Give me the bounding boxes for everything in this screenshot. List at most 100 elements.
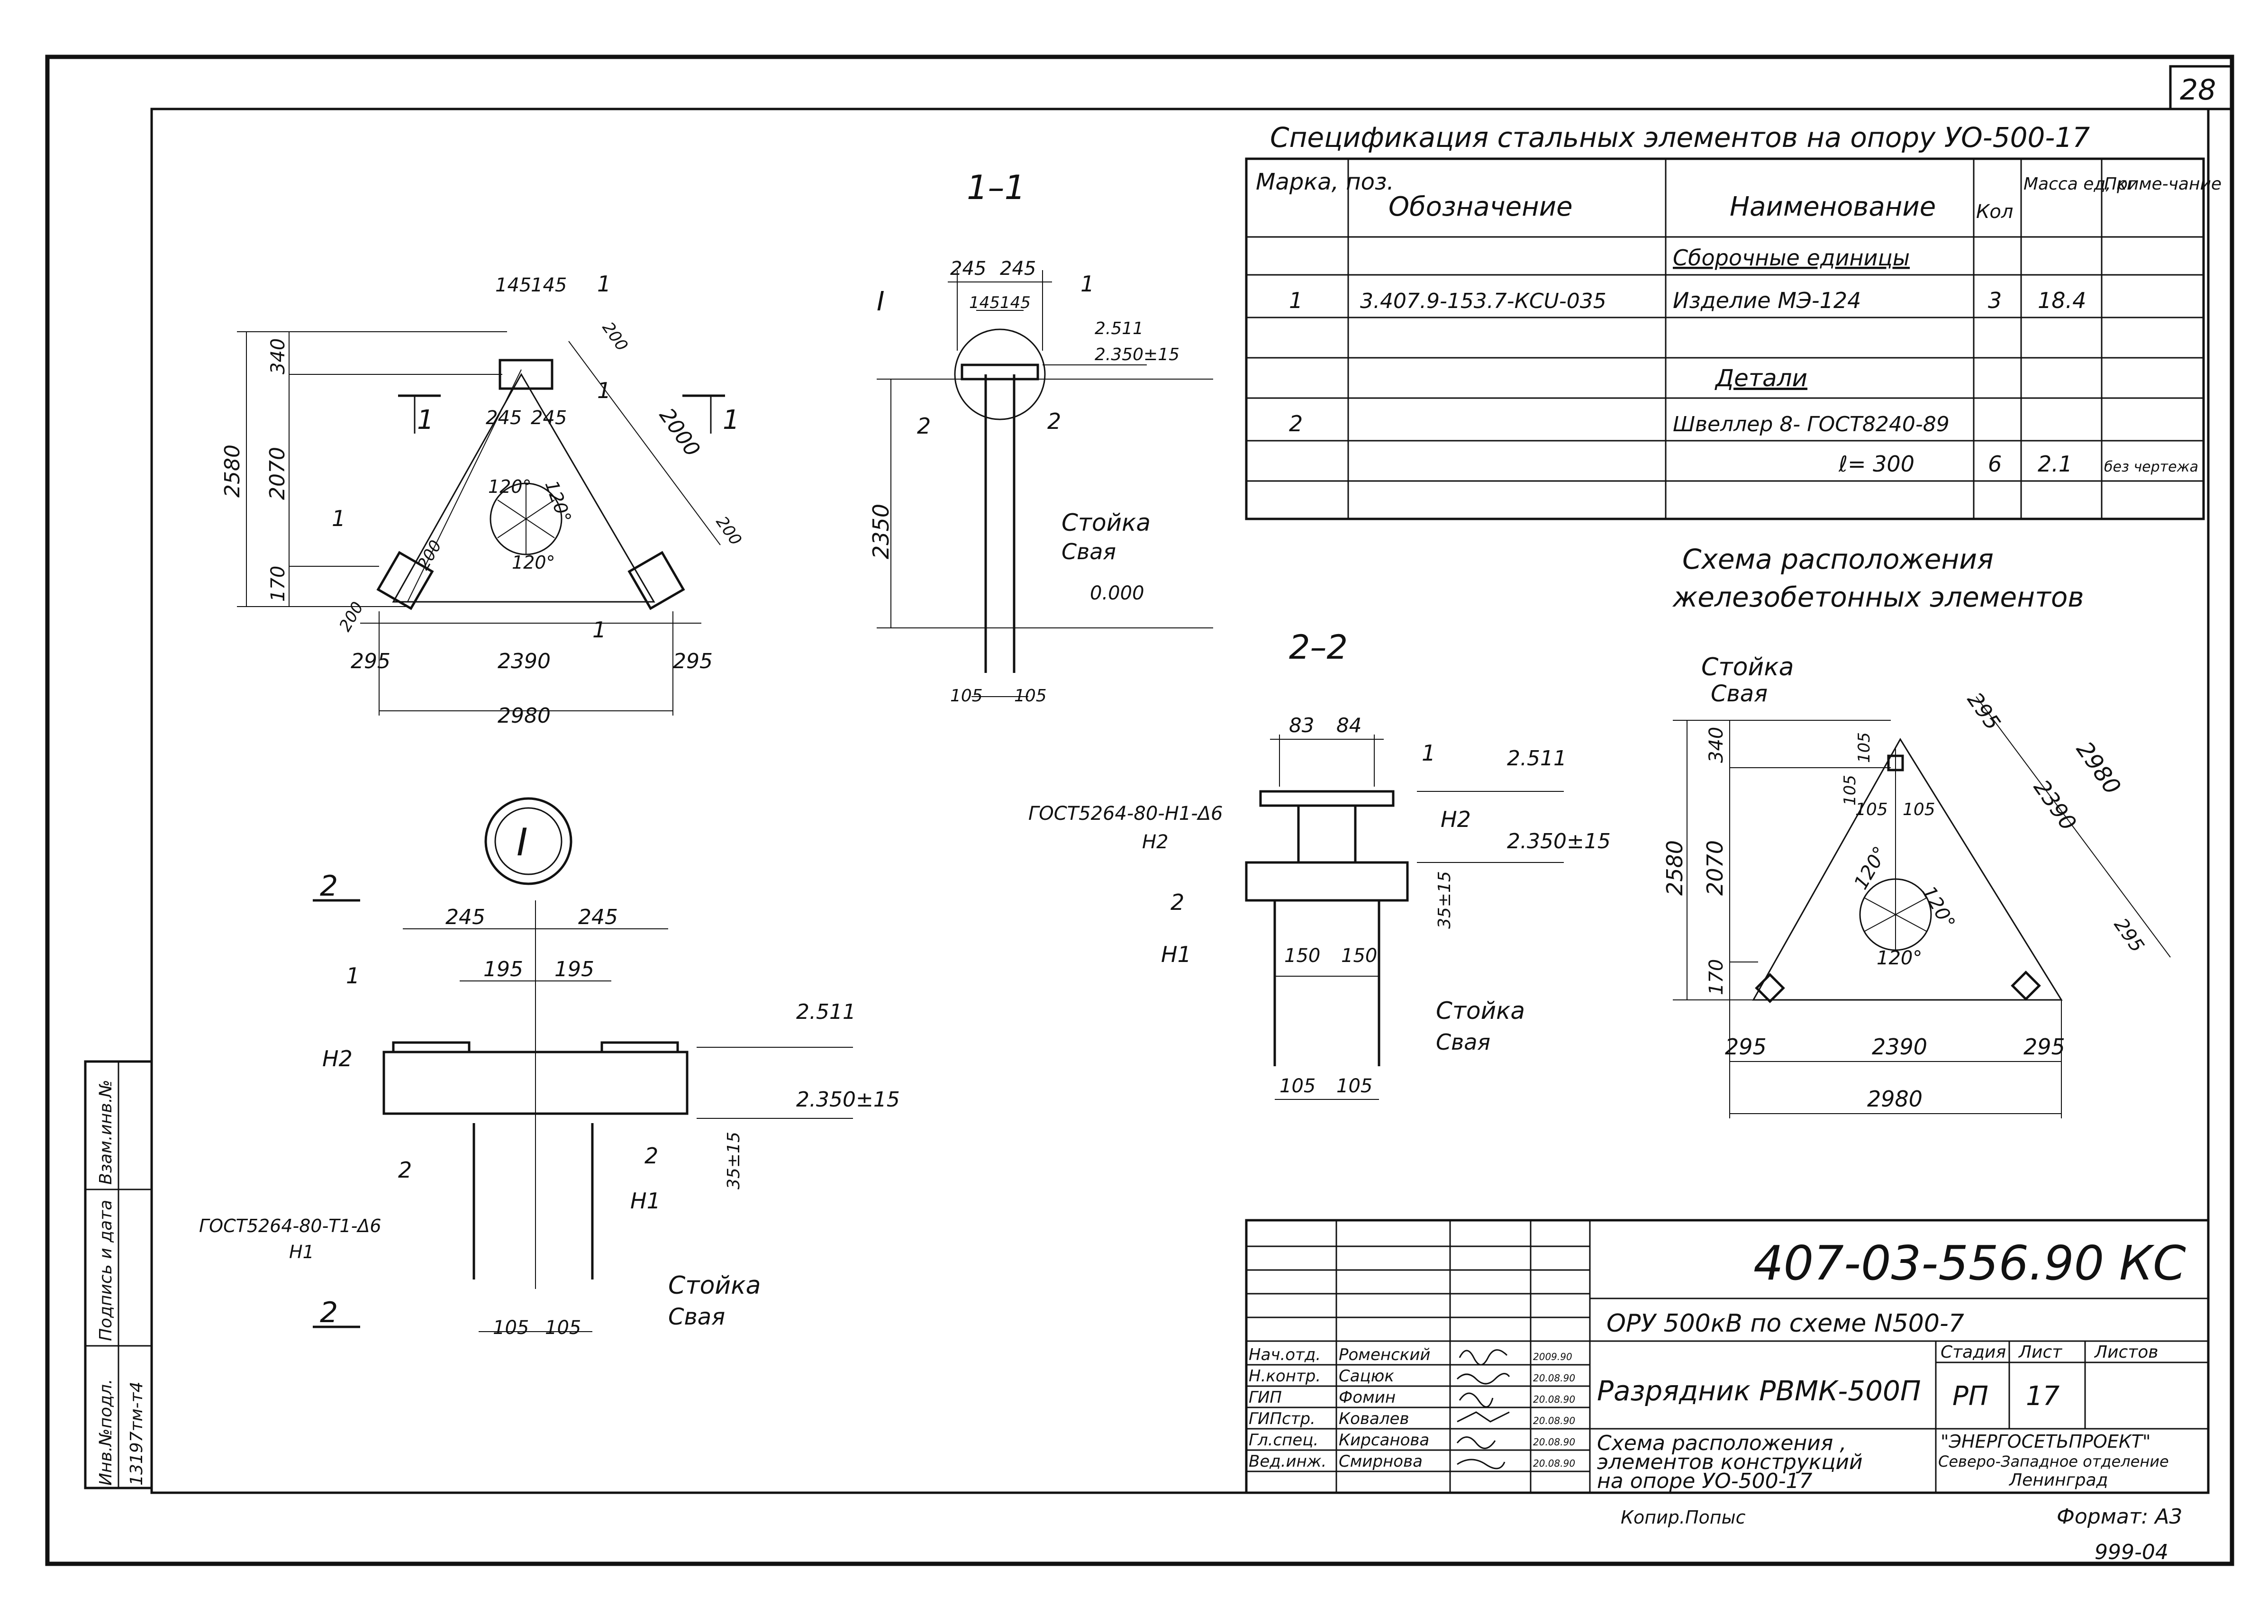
role-6: Вед.инж. xyxy=(1249,1452,1326,1471)
scheme-angle-1: 120° xyxy=(1850,843,1892,893)
date-1: 2009.90 xyxy=(1533,1351,1572,1362)
sec22-mark-N1: Н1 xyxy=(1161,942,1191,967)
plan-small-1: 200 xyxy=(599,318,632,354)
scheme-bottom-4: 2980 xyxy=(1867,1086,1923,1112)
detail-I-bottom-2: 105 xyxy=(545,1317,581,1339)
scheme-angle-3: 120° xyxy=(1877,947,1922,969)
name-5: Кирсанова xyxy=(1339,1431,1429,1450)
spec-row-5-mark: 2 xyxy=(1289,411,1303,436)
detail-I-top-2: 245 xyxy=(578,905,618,929)
scheme-left-340: 340 xyxy=(1706,727,1727,763)
detail-I-mark-1: 1 xyxy=(346,963,360,989)
spec-row-2-mass: 18.4 xyxy=(2038,288,2086,313)
scheme-top-3: 105 xyxy=(1855,800,1888,819)
left-sidebar: Взам.инв.№ Подпись и дата Инв.№подл. 131… xyxy=(84,1060,153,1489)
sheet-number: 28 xyxy=(2180,73,2216,107)
sec11-mark-1: 1 xyxy=(1080,271,1094,297)
sec11-top-2: 245 xyxy=(1000,258,1036,280)
sidebar-label-inv: Инв.№подл. xyxy=(96,1379,116,1486)
plan-mark-1: 1 xyxy=(597,271,611,297)
sheet-number-box xyxy=(2169,65,2233,110)
sec22-label-pile: Свая xyxy=(1436,1029,1490,1055)
date-4: 20.08.90 xyxy=(1533,1415,1575,1426)
sec22-mark-1: 1 xyxy=(1422,740,1435,766)
name-6: Смирнова xyxy=(1339,1452,1423,1471)
scheme-angle-2: 120° xyxy=(1917,882,1959,933)
plan-cut-label-1: 1 xyxy=(417,405,434,435)
org-3: Ленинград xyxy=(2008,1470,2108,1490)
detail-I-mark-2a: 2 xyxy=(398,1157,412,1183)
spec-row-2-mark: 1 xyxy=(1289,288,1303,313)
sheet-title-2: элементов конструкций xyxy=(1597,1450,1863,1474)
spec-row-1-name: Сборочные единицы xyxy=(1673,245,1910,271)
plan-small-4: 200 xyxy=(336,599,367,635)
sec22-top-1: 83 xyxy=(1289,714,1314,737)
sec22-top-2: 84 xyxy=(1336,714,1361,737)
scheme-top-1: 105 xyxy=(1855,732,1874,763)
spec-row-2-name: Изделие МЭ-124 xyxy=(1673,288,1861,313)
spec-header-designation: Обозначение xyxy=(1388,191,1573,222)
sheet-header: Лист xyxy=(2018,1343,2062,1362)
scheme-diag-4: 295 xyxy=(2110,914,2148,956)
scheme-diag-3: 2980 xyxy=(2071,737,2126,799)
sec11-label-pile: Свая xyxy=(1061,539,1116,564)
sec11-title: 1–1 xyxy=(967,168,1025,207)
sec11-top-4: 145 xyxy=(1000,293,1031,312)
spec-header-qty: Кол xyxy=(1976,201,2013,223)
sec11-level-1: 2.511 xyxy=(1095,319,1143,338)
spec-header-mark: Марка, поз. xyxy=(1256,169,1394,195)
scheme-left-2070: 2070 xyxy=(1702,840,1728,896)
detail-I-top-1: 245 xyxy=(445,905,485,929)
spec-row-5-name: Швеллер 8- ГОСТ8240-89 xyxy=(1673,412,1950,436)
spec-row-2-designation: 3.407.9-153.7-КСU-035 xyxy=(1360,289,1606,313)
sec22-label-post: Стойка xyxy=(1436,997,1525,1025)
inner-frame xyxy=(150,108,2210,1494)
detail-I-small: 35±15 xyxy=(724,1132,744,1189)
detail-I-mark-2b: 2 xyxy=(644,1143,658,1169)
date-3: 20.08.90 xyxy=(1533,1394,1575,1405)
plan-angle-3: 120° xyxy=(512,552,555,573)
sec22-mid-2: 150 xyxy=(1341,945,1377,967)
sec22-mark-2: 2 xyxy=(1170,889,1184,915)
sec11-bottom-2: 105 xyxy=(1014,686,1047,706)
plan-diag-2000: 2000 xyxy=(654,404,705,461)
signature-4 xyxy=(1457,1411,1510,1423)
rc-scheme: Схема расположения железобетонных элемен… xyxy=(1662,543,2171,1118)
plan-cut-label-2: 1 xyxy=(723,405,740,435)
name-1: Роменский xyxy=(1339,1345,1431,1364)
name-2: Сацюк xyxy=(1339,1367,1394,1386)
plan-dim-top-1: 145 xyxy=(495,274,531,296)
plan-dim-340: 340 xyxy=(267,338,289,374)
detail-I-level-1: 2.511 xyxy=(796,1000,856,1024)
spec-title: Спецификация стальных элементов на опору… xyxy=(1270,121,2090,154)
stage-value: РП xyxy=(1952,1381,1988,1412)
sec22-bottom-2: 105 xyxy=(1336,1075,1372,1097)
detail-I-gost: ГОСТ5264-80-Т1-Δ6 xyxy=(199,1216,381,1236)
role-3: ГИП xyxy=(1249,1388,1282,1407)
plan-dim-bottom-4: 2980 xyxy=(498,704,551,728)
detail-I-mark-N2: Н2 xyxy=(322,1046,353,1071)
sec22-level-2: 2.350±15 xyxy=(1507,829,1611,853)
plan-dim-bottom-3: 295 xyxy=(673,649,713,673)
org-1: "ЭНЕРГОСЕТЬПРОЕКТ" xyxy=(1941,1431,2151,1452)
object-title: Разрядник РВМК-500П xyxy=(1597,1375,1921,1407)
spec-header-name: Наименование xyxy=(1730,191,1936,222)
plan-dim-bottom-2: 2390 xyxy=(498,649,551,673)
detail-I-gost-n: Н1 xyxy=(289,1242,314,1262)
scheme-bottom-3: 295 xyxy=(2023,1034,2065,1060)
signature-6 xyxy=(1457,1459,1506,1470)
sheet-title-1: Схема расположения , xyxy=(1597,1431,1846,1455)
sec22-title: 2–2 xyxy=(1289,628,1348,667)
detail-I-cut-top: 2 xyxy=(320,870,338,903)
stage-header: Стадия xyxy=(1941,1343,2006,1362)
sec22-bottom-1: 105 xyxy=(1279,1075,1315,1097)
detail-I-badge: I xyxy=(517,820,528,864)
role-2: Н.контр. xyxy=(1249,1367,1321,1386)
signature-5 xyxy=(1456,1436,1496,1449)
role-4: ГИПстр. xyxy=(1249,1409,1315,1428)
scheme-diag-2: 2390 xyxy=(2029,775,2081,835)
role-5: Гл.спец. xyxy=(1249,1431,1318,1450)
doc-code: 407-03-556.90 КС xyxy=(1753,1235,2186,1291)
title-block: 407-03-556.90 КС ОРУ 500кВ по схеме N500… xyxy=(1245,1219,2210,1494)
